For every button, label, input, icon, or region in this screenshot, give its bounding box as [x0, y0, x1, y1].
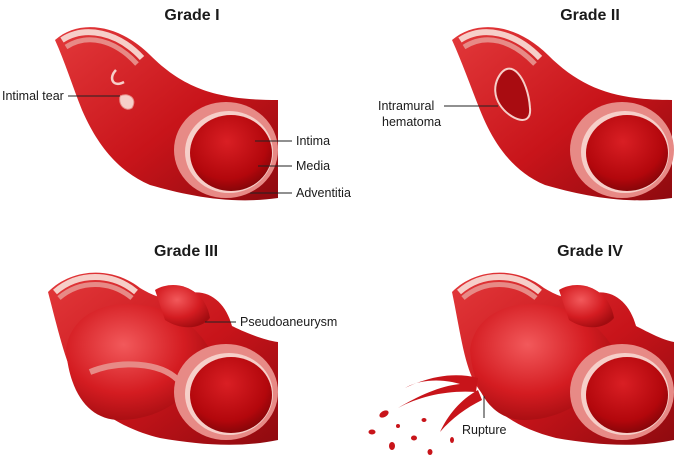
- grade-1-panel: Grade I Intimal tear Intima Media Advent…: [2, 7, 351, 200]
- grade-3-vessel: [48, 273, 278, 445]
- label-intramural-line1: Intramural: [378, 99, 434, 113]
- label-adventitia: Adventitia: [296, 186, 351, 200]
- grade-4-vessel: [452, 273, 674, 445]
- grade-1-title: Grade I: [164, 7, 219, 24]
- grade-3-panel: Grade III Pseudoaneurysm: [48, 243, 337, 445]
- label-rupture: Rupture: [462, 423, 507, 437]
- label-intramural-line2: hematoma: [382, 115, 441, 129]
- grade-4-title: Grade IV: [557, 243, 623, 260]
- label-intima: Intima: [296, 134, 330, 148]
- grade-2-panel: Grade II Intramural hematoma: [378, 7, 674, 200]
- grade-4-blood-spray: [369, 375, 483, 455]
- label-pseudoaneurysm: Pseudoaneurysm: [240, 315, 337, 329]
- grade-1-lumen: [190, 115, 272, 191]
- grade-4-panel: Grade IV Rupture: [369, 243, 675, 455]
- label-intimal-tear: Intimal tear: [2, 89, 64, 103]
- grade-1-vessel: [55, 27, 278, 200]
- grade-3-title: Grade III: [154, 243, 218, 260]
- grade-2-vessel: [452, 27, 674, 200]
- label-media: Media: [296, 159, 330, 173]
- grade-2-title: Grade II: [560, 7, 620, 24]
